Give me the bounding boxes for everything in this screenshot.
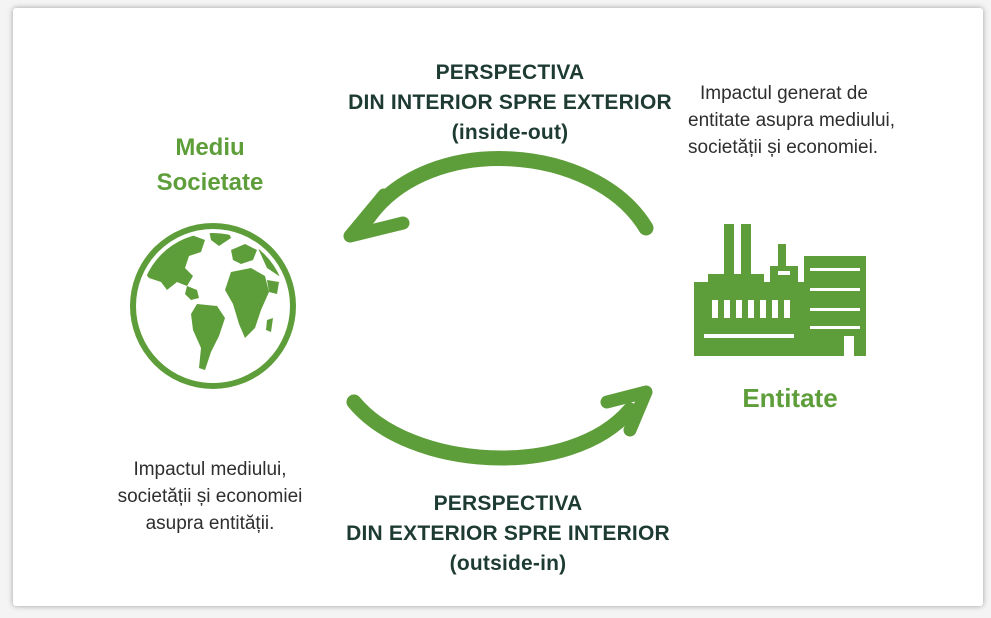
globe-icon (130, 223, 296, 389)
right-caption-line1: Impactul generat de (700, 83, 868, 104)
left-node-title: Mediu Societate (120, 130, 300, 200)
top-perspective-line3: (inside-out) (451, 121, 569, 144)
bottom-perspective-line3: (outside-in) (449, 552, 567, 575)
bottom-perspective-line2: DIN EXTERIOR SPRE INTERIOR (346, 522, 670, 545)
right-node-caption: Impactul generat de entitate asupra medi… (688, 80, 990, 161)
left-caption-line1: Impactul mediului, (133, 459, 287, 480)
top-perspective-label: PERSPECTIVA DIN INTERIOR SPRE EXTERIOR (… (300, 58, 720, 148)
left-node-title-line2: Societate (156, 169, 264, 196)
bottom-perspective-label: PERSPECTIVA DIN EXTERIOR SPRE INTERIOR (… (298, 489, 718, 579)
right-caption-line2: entitate asupra mediului, (688, 110, 896, 131)
bottom-perspective-line1: PERSPECTIVA (433, 492, 583, 515)
left-node-caption: Impactul mediului, societății și economi… (80, 456, 340, 537)
left-node-title-line1: Mediu (175, 134, 245, 161)
left-caption-line2: societății și economiei (117, 486, 303, 507)
factory-windows (704, 268, 860, 356)
factory-icon (694, 224, 866, 356)
top-perspective-line1: PERSPECTIVA (435, 61, 585, 84)
right-node-title: Entitate (742, 383, 838, 413)
right-caption-line3: societății și economiei. (688, 137, 879, 158)
left-caption-line3: asupra entității. (145, 513, 275, 534)
top-perspective-line2: DIN INTERIOR SPRE EXTERIOR (348, 91, 672, 114)
